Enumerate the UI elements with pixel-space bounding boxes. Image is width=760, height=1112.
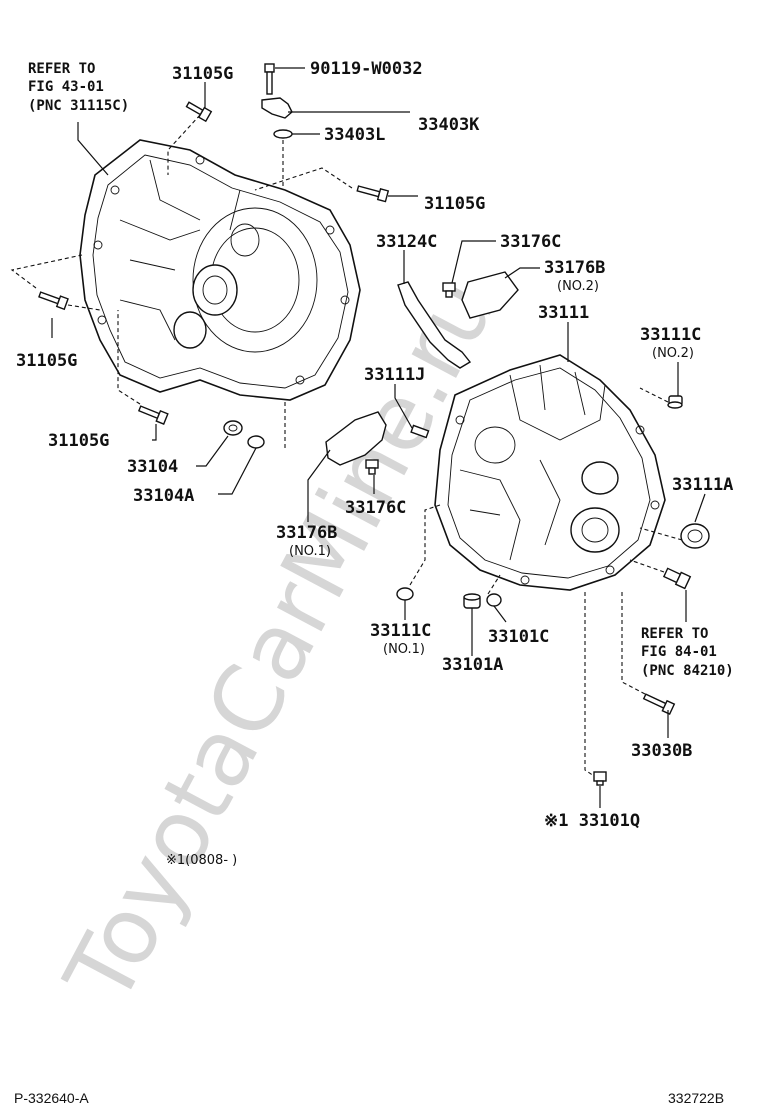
label-33176c-top: 33176C — [500, 232, 561, 252]
label-33176c-mid: 33176C — [345, 498, 406, 518]
label-33111c-bot: 33111C — [370, 621, 431, 641]
lever-33403k-drawing — [261, 97, 293, 119]
label-31105g-left: 31105G — [16, 351, 77, 371]
bolt-31105g-left-drawing — [38, 291, 69, 311]
refer-right-line1: REFER TO — [641, 626, 708, 642]
washer-33403l-drawing — [273, 129, 293, 139]
bolt-31105g-top-drawing — [185, 101, 213, 123]
label-33030b: 33030B — [631, 741, 692, 761]
refer-left-line1: REFER TO — [28, 61, 95, 77]
refer-right-callout: REFER TO FIG 84-01 (PNC 84210) — [641, 626, 734, 679]
plate-33176b-no2-drawing — [461, 271, 519, 319]
seal-33111a-drawing — [680, 523, 710, 549]
gasket-33101c-drawing — [486, 593, 502, 607]
screw-33176c-mid-drawing — [365, 459, 379, 475]
label-90119-w0032: 90119-W0032 — [310, 59, 423, 79]
sensor-84210-drawing — [662, 567, 692, 590]
right-housing-drawing — [434, 354, 666, 591]
label-33101q: ※1 33101Q — [544, 811, 640, 831]
label-33124c: 33124C — [376, 232, 437, 252]
label-33403k: 33403K — [418, 115, 480, 135]
pin-33111j-drawing — [410, 424, 430, 439]
label-33176b-mid: 33176B — [276, 523, 337, 543]
refer-right-line3: (PNC 84210) — [641, 663, 734, 679]
leader-lines — [10, 67, 706, 808]
plug-33111c-no1-drawing — [396, 587, 414, 601]
label-33104: 33104 — [127, 457, 178, 477]
plug-33111c-no2-drawing — [667, 395, 683, 409]
label-31105g-top: 31105G — [172, 64, 233, 84]
refer-left-callout: REFER TO FIG 43-01 (PNC 31115C) — [28, 61, 129, 114]
bracket-33124c-drawing — [397, 281, 472, 369]
bolt-90119-drawing — [264, 63, 275, 95]
screw-33176c-top-drawing — [442, 282, 456, 298]
label-33101a: 33101A — [442, 655, 503, 675]
bolt-33030b-drawing — [642, 693, 676, 716]
footer-left-code: P-332640-A — [14, 1090, 89, 1106]
label-33403l: 33403L — [324, 125, 385, 145]
plug-33101q-drawing — [593, 771, 607, 786]
label-33111c-top: 33111C — [640, 325, 701, 345]
left-housing-drawing — [79, 139, 361, 401]
refer-left-line2: FIG 43-01 — [28, 79, 104, 95]
label-33111: 33111 — [538, 303, 589, 323]
bolt-31105g-bottom-drawing — [137, 405, 169, 425]
ring-33104a-drawing — [247, 435, 265, 449]
label-33111j: 33111J — [364, 365, 425, 385]
refer-right-line2: FIG 84-01 — [641, 644, 717, 660]
label-33176b-top-sub: (NO.2) — [557, 279, 599, 294]
label-33111c-bot-sub: (NO.1) — [383, 642, 425, 657]
footnote-date-range: ※1(0808- ) — [166, 853, 237, 868]
label-33101c: 33101C — [488, 627, 549, 647]
label-33176b-top: 33176B — [544, 258, 605, 278]
label-31105g-right: 31105G — [424, 194, 485, 214]
label-33111c-top-sub: (NO.2) — [652, 346, 694, 361]
magnet-33101a-drawing — [463, 593, 481, 609]
refer-left-line3: (PNC 31115C) — [28, 98, 129, 114]
label-31105g-bottom: 31105G — [48, 431, 109, 451]
pin-33104-drawing — [223, 420, 243, 436]
label-33111a: 33111A — [672, 475, 733, 495]
label-33104a: 33104A — [133, 486, 194, 506]
label-33176b-mid-sub: (NO.1) — [289, 544, 331, 559]
bolt-31105g-right-drawing — [356, 185, 390, 203]
footer-right-code: 332722B — [668, 1090, 724, 1106]
plate-33176b-no1-drawing — [325, 411, 387, 466]
